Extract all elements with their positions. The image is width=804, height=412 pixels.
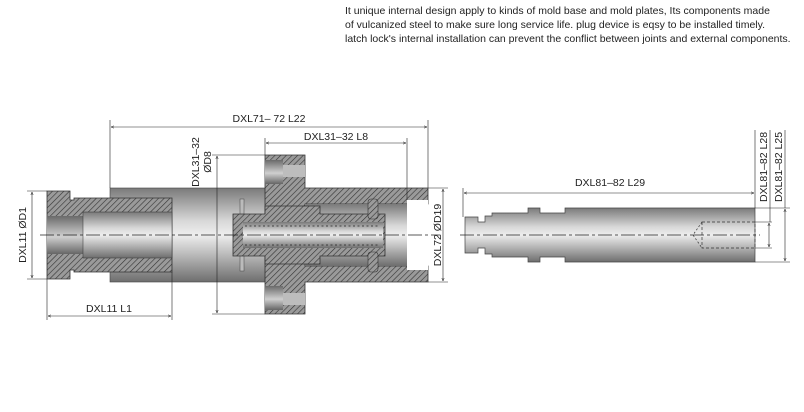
dim-tube-diameter: DXL72 ØD19 bbox=[432, 204, 444, 267]
description-line: It unique internal design apply to kinds… bbox=[345, 5, 770, 17]
dim-bore-diameter: DXL81–82 L28 bbox=[758, 132, 770, 202]
dim-flange-diameter-line1: DXL31–32 bbox=[190, 137, 202, 187]
product-description: It unique internal design apply to kinds… bbox=[345, 4, 791, 46]
dim-pin-length: DXL81–82 L29 bbox=[575, 177, 645, 189]
dim-latch-length: DXL31–32 L8 bbox=[304, 131, 368, 143]
left-dimensions bbox=[27, 120, 448, 320]
dim-pin-diameter: DXL81–82 L25 bbox=[773, 132, 785, 202]
dim-flange-diameter-line2: ØD8 bbox=[202, 151, 214, 173]
description-line: latch lock's internal installation can p… bbox=[345, 33, 791, 45]
dim-head-diameter: DXL11 ØD1 bbox=[17, 207, 29, 263]
pin-component bbox=[460, 207, 760, 263]
spring bbox=[245, 225, 380, 246]
dim-overall-length: DXL71– 72 L22 bbox=[233, 113, 306, 125]
connector-assembly-section bbox=[40, 154, 440, 315]
dim-head-length: DXL11 L1 bbox=[86, 303, 132, 315]
description-line: of vulcanized steel to make sure long se… bbox=[345, 19, 766, 31]
right-dimensions bbox=[462, 130, 790, 263]
